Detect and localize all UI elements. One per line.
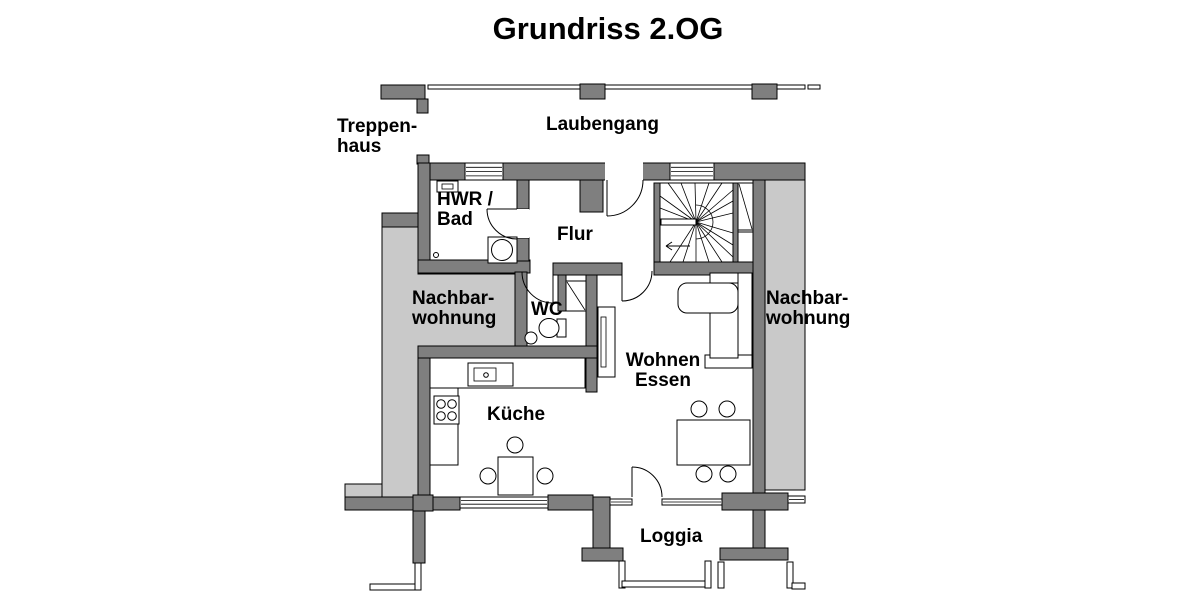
label-wohnen-essen-line2: Essen (635, 370, 691, 391)
wall-kitchen-top (417, 345, 598, 359)
floor-drain (433, 252, 439, 258)
kitchen-table (479, 436, 554, 496)
corner-sink (524, 331, 538, 345)
railing-pillar (579, 83, 606, 100)
label-laubengang: Laubengang (546, 114, 659, 135)
wall-loggia-right (752, 509, 766, 549)
label-nachbar-links-line1: Nachbar- (412, 288, 495, 309)
dining-table (676, 400, 751, 483)
doors (486, 179, 663, 498)
kitchen-sink (467, 362, 514, 387)
wall-openings (517, 162, 643, 238)
loggia-railings (369, 560, 806, 591)
door-hwr (486, 208, 518, 240)
door-entrance (606, 179, 644, 217)
railing-pillar (751, 83, 778, 100)
bathroom-fixtures (433, 180, 518, 264)
washing-machine (487, 236, 518, 264)
staircase (659, 182, 754, 263)
railing-right-stub (787, 495, 806, 504)
label-nachbar-links-line2: wohnung (412, 308, 497, 329)
wall-hwr-right (516, 237, 530, 262)
door-living (621, 270, 653, 302)
wardrobe (597, 306, 616, 378)
corner-sofa (677, 272, 753, 369)
neighbor-area-right (764, 179, 806, 491)
door-loggia (631, 466, 663, 498)
windows (459, 162, 806, 509)
shaft-stairs (737, 182, 754, 263)
wall-entrance-pier (579, 179, 604, 213)
window-loggia-right (661, 498, 723, 506)
page-title: Grundriss 2.OG (492, 11, 724, 46)
living-furniture (597, 272, 753, 483)
door-wc (521, 271, 554, 304)
window-stairs (669, 162, 715, 181)
wc-fixtures (524, 318, 567, 345)
label-hwr-bad-line2: Bad (437, 209, 473, 230)
label-hwr-bad: HWR / Bad (437, 190, 493, 230)
wall-right (752, 179, 766, 496)
wall-stairs-left (653, 182, 661, 263)
label-nachbar-rechts-line2: wohnung (766, 308, 851, 329)
label-kueche: Küche (487, 404, 546, 425)
apartment-walls (344, 154, 806, 564)
washbasin (436, 180, 459, 193)
wall-left-upper (417, 162, 431, 271)
wall-left-lower (417, 357, 431, 498)
wall-loggia-left (592, 496, 611, 549)
label-flur: Flur (557, 224, 593, 245)
kitchen-fixtures (429, 357, 586, 496)
label-nachbar-rechts-line1: Nachbar- (766, 288, 849, 309)
label-treppenhaus: Treppen- haus (337, 117, 417, 157)
stair-landing-edge (660, 218, 697, 226)
stairhouse-wall-block (416, 98, 429, 114)
window-kitchen (459, 496, 549, 509)
toilet (538, 318, 560, 338)
laubengang-railing (380, 83, 821, 114)
wall-wc-top (552, 262, 623, 276)
stove (433, 395, 460, 425)
shaft-wc (565, 280, 587, 312)
window-hwr (464, 162, 504, 181)
stairhouse-wall-block (380, 84, 426, 100)
wall-wc-right (585, 274, 598, 393)
label-wohnen-essen-line1: Wohnen (625, 350, 701, 371)
label-hwr-bad-line1: HWR / (437, 189, 493, 210)
label-treppenhaus-line2: haus (337, 136, 382, 157)
label-loggia: Loggia (640, 526, 703, 547)
label-nachbar-rechts: Nachbar- wohnung (766, 289, 850, 329)
label-wohnen-essen: Wohnen Essen (613, 351, 713, 391)
window-loggia-left (609, 498, 633, 506)
label-treppenhaus-line1: Treppen- (337, 116, 418, 137)
stair-direction-arrow (665, 241, 690, 251)
wall-hwr-right (516, 179, 530, 210)
label-nachbar-links: Nachbar- wohnung (412, 289, 496, 329)
label-wc: WC (531, 299, 563, 320)
